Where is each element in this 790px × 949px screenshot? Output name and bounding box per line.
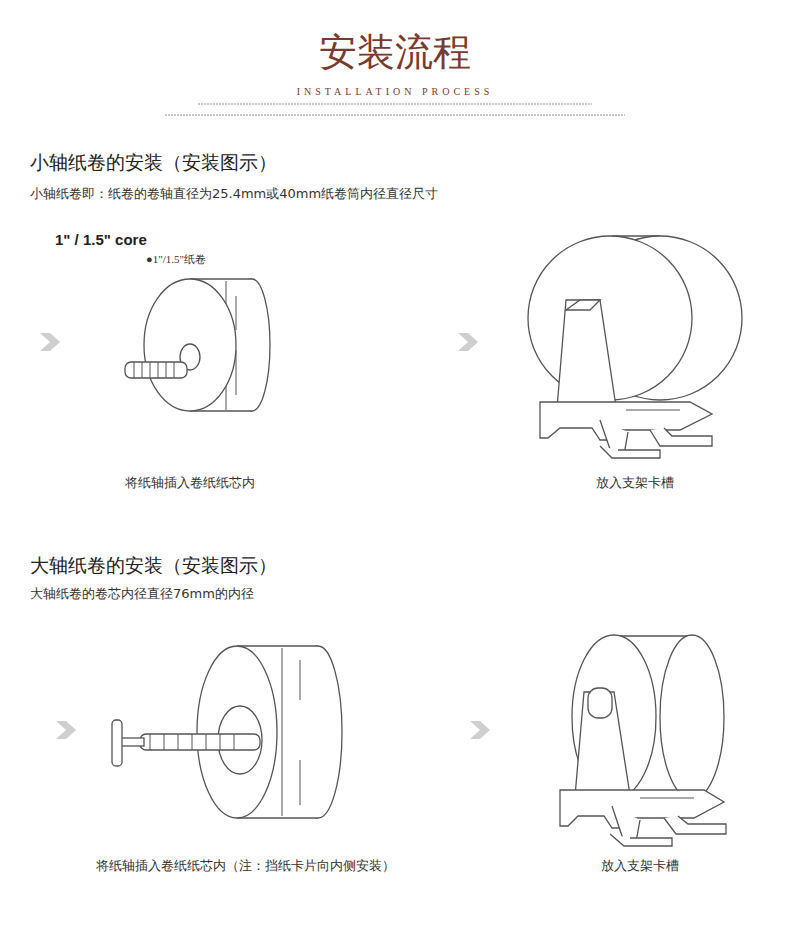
subtitle: INSTALLATION PROCESS (297, 86, 494, 97)
section-note: 大轴纸卷的卷芯内径直径76mm的内径 (30, 585, 254, 603)
step-caption: 放入支架卡槽 (596, 474, 674, 492)
section-note: 小轴纸卷即：纸卷的卷轴直径为25.4mm或40mm纸卷筒内径直径尺寸 (30, 185, 438, 203)
core-size-note: ●1"/1.5"纸卷 (146, 252, 206, 267)
step-caption: 放入支架卡槽 (601, 857, 679, 875)
section-heading: 大轴纸卷的安装（安装图示） (30, 553, 277, 579)
step-caption: 将纸轴插入卷纸纸芯内（注：挡纸卡片向内侧安装） (96, 857, 395, 875)
step-caption: 将纸轴插入卷纸纸芯内 (125, 474, 255, 492)
core-size-label: 1" / 1.5" core (55, 231, 147, 248)
page-title: 安装流程 (319, 27, 471, 78)
section-heading: 小轴纸卷的安装（安装图示） (30, 150, 277, 176)
